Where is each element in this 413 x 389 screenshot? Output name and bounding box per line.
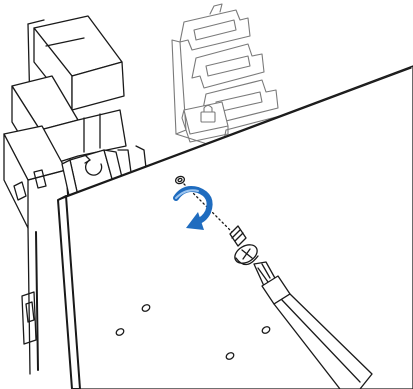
motherboard-installation-illustration — [0, 0, 413, 389]
